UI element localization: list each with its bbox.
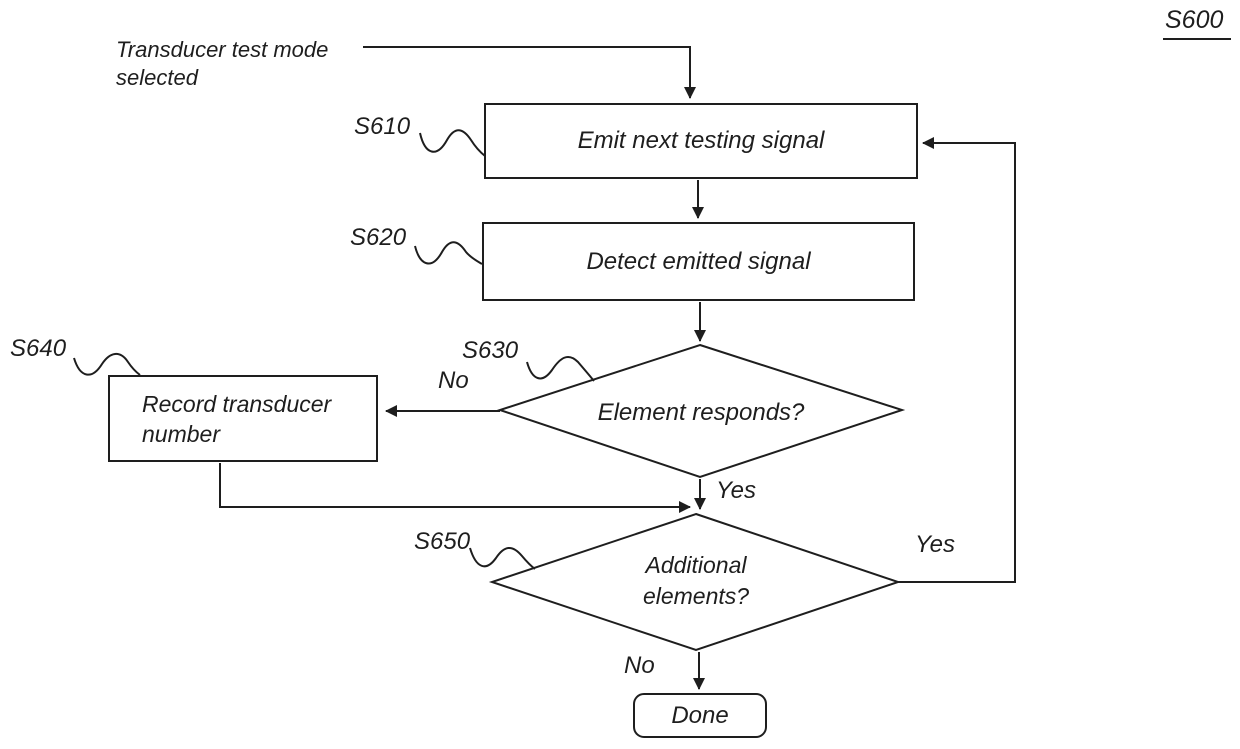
edge-s640-to-s650 bbox=[219, 463, 691, 513]
leader-squiggle-s610 bbox=[419, 129, 486, 157]
edge-label-s650-yes: Yes bbox=[915, 531, 956, 558]
edge-label-s630-no: No bbox=[438, 367, 469, 394]
edge-label-s630-yes: Yes bbox=[716, 477, 757, 504]
node-label: Detect emitted signal bbox=[586, 247, 811, 275]
leader-squiggle-s650 bbox=[469, 547, 536, 570]
node-s650-question: Additional elements? bbox=[642, 552, 750, 609]
node-s620-detect-signal: Detect emitted signal bbox=[482, 222, 915, 301]
node-s630-diamond bbox=[496, 343, 906, 479]
figure-number-label: S600 bbox=[1163, 6, 1232, 40]
node-done-terminator: Done bbox=[633, 693, 767, 738]
node-label: Record transducer number bbox=[142, 390, 332, 447]
edge-start-to-s610 bbox=[363, 46, 696, 99]
step-label-s610: S610 bbox=[354, 113, 411, 140]
leader-squiggle-s620 bbox=[414, 241, 483, 265]
node-s650-diamond bbox=[488, 512, 902, 652]
node-s640-record-number: Record transducer number bbox=[108, 375, 378, 462]
node-label: Emit next testing signal bbox=[577, 127, 825, 154]
step-label-s620: S620 bbox=[350, 224, 407, 251]
edge-s650-yes-to-s610 bbox=[898, 137, 1016, 583]
node-s610-emit-signal: Emit next testing signal bbox=[484, 103, 918, 179]
node-s630-question: Element responds? bbox=[597, 399, 805, 426]
leader-squiggle-s630 bbox=[526, 355, 595, 382]
step-label-s630: S630 bbox=[462, 337, 519, 364]
edge-label-s650-no: No bbox=[624, 652, 655, 679]
node-label: Done bbox=[671, 701, 729, 729]
start-condition-note: Transducer test mode selected bbox=[116, 37, 329, 90]
step-label-s640: S640 bbox=[10, 335, 67, 362]
step-label-s650: S650 bbox=[414, 528, 471, 555]
leader-squiggle-s640 bbox=[73, 353, 141, 376]
